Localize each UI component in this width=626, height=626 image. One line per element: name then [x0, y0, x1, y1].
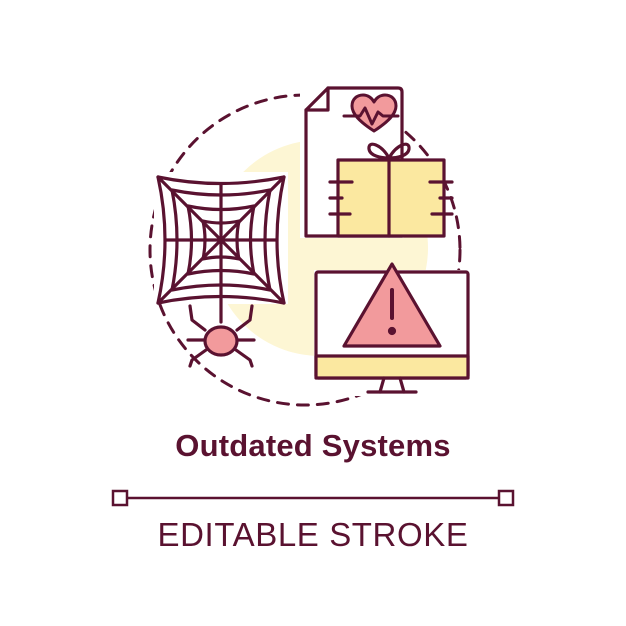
spider-icon	[186, 294, 256, 368]
spider-web-icon	[156, 175, 286, 305]
concept-title: Outdated Systems	[175, 428, 451, 463]
editable-stroke-divider	[111, 489, 515, 507]
gift-box-icon	[328, 142, 454, 238]
warning-triangle-icon	[342, 262, 442, 348]
stroke-handle-right	[497, 489, 515, 507]
stroke-handle-left	[111, 489, 129, 507]
heart-pulse-icon	[342, 93, 400, 133]
concept-illustration	[148, 86, 470, 407]
editable-stroke-label: EDITABLE STROKE	[157, 516, 469, 553]
